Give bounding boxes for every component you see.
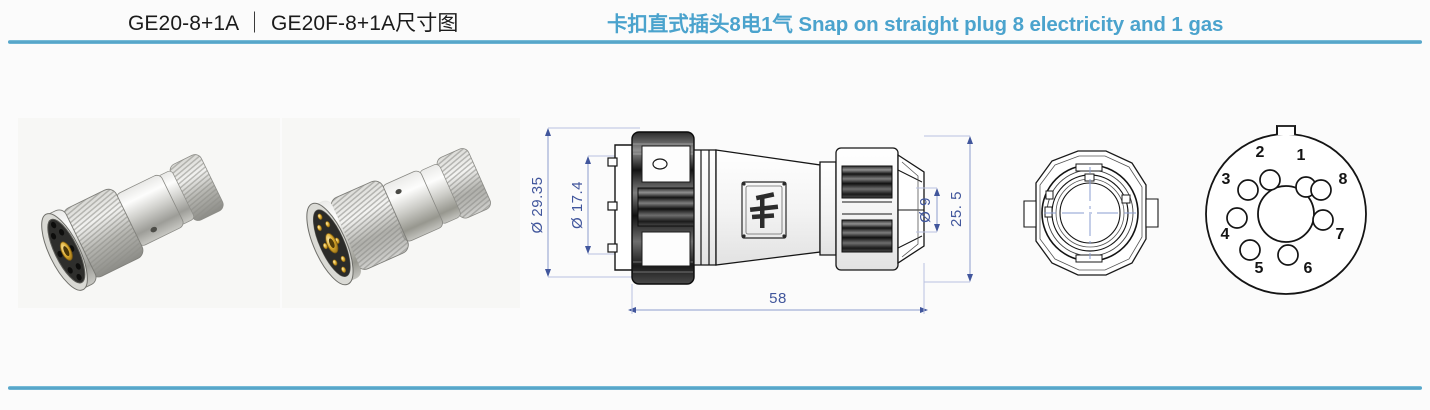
center-mark — [1044, 167, 1136, 259]
page-header: GE20-8+1A ｜ GE20F-8+1A尺寸图 卡扣直式插头8电1气 Sna… — [0, 0, 1430, 40]
dimension-label-29-35: Ø 29.35 — [529, 177, 546, 234]
pin-connector-photo — [282, 118, 532, 308]
dimension-label-58: 58 — [769, 290, 787, 307]
pin-label-6: 6 — [1304, 260, 1313, 277]
pin-label-3: 3 — [1222, 171, 1231, 188]
dimension-29-35 — [545, 127, 640, 278]
pin-arrangement-drawing: 1 2 3 4 5 6 7 8 — [1198, 112, 1383, 307]
pin-label-7: 7 — [1336, 226, 1345, 243]
dimension-25-5 — [924, 135, 973, 283]
side-elevation-drawing: Ø 29.35 Ø 17.4 — [520, 110, 990, 325]
brand-logo-mark — [741, 181, 787, 239]
contact-holes — [1226, 169, 1334, 266]
front-elevation-drawing — [1000, 118, 1180, 308]
pin-label-2: 2 — [1256, 144, 1265, 161]
dimension-label-25-5: 25. 5 — [948, 191, 965, 227]
footer-divider — [8, 386, 1422, 390]
pin-label-5: 5 — [1255, 260, 1264, 277]
socket-connector-photo — [18, 118, 280, 308]
page-title-description: 卡扣直式插头8电1气 Snap on straight plug 8 elect… — [607, 13, 1224, 36]
dimension-label-9: Ø 9 — [917, 197, 934, 223]
dimension-9 — [916, 187, 940, 233]
page-title-model: GE20-8+1A ｜ GE20F-8+1A尺寸图 — [128, 12, 459, 35]
pin-label-1: 1 — [1297, 147, 1306, 164]
pin-label-8: 8 — [1339, 171, 1348, 188]
dimension-58 — [628, 263, 928, 314]
dimension-label-17-4: Ø 17.4 — [569, 181, 586, 229]
pin-label-4: 4 — [1221, 226, 1230, 243]
header-divider — [8, 40, 1422, 44]
